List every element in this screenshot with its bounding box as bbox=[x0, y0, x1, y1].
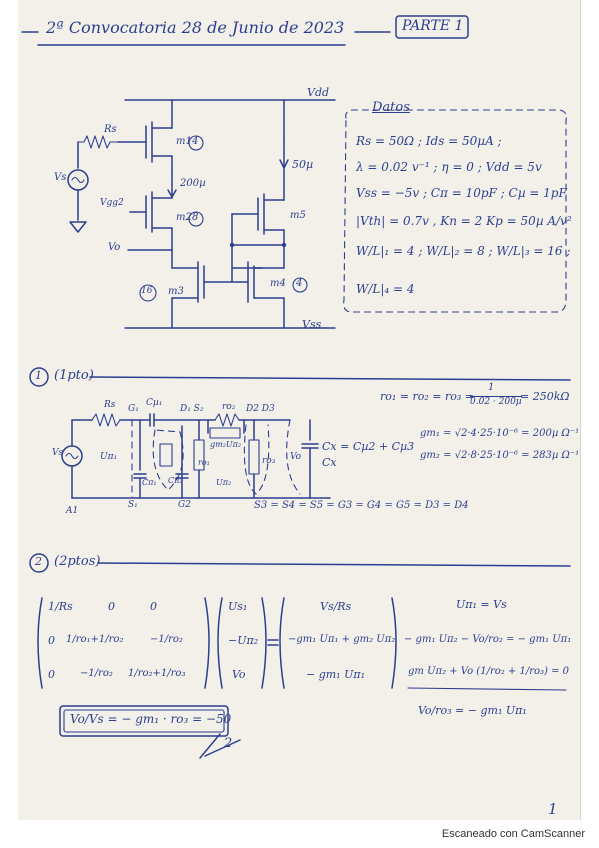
ro-denominator: 0.02 · 200µ bbox=[470, 396, 522, 407]
datos-heading: Datos bbox=[372, 100, 410, 115]
rhs-r2: −gm₁ Uπ₁ + gm₂ Uπ₂ bbox=[288, 634, 396, 645]
cx-equation: Cx = Cµ2 + Cµ3 bbox=[322, 440, 415, 453]
matrix-r2c1: 0 bbox=[48, 634, 55, 647]
vdd-label: Vdd bbox=[307, 86, 330, 99]
rhs-right-bracket bbox=[391, 597, 397, 689]
section2-rule bbox=[97, 562, 571, 567]
m4-number: 4 bbox=[296, 278, 303, 289]
m2-label: m2 bbox=[176, 212, 192, 223]
datos-line-2: λ = 0.02 v⁻¹ ; η = 0 ; Vdd = 5v bbox=[356, 160, 542, 174]
eq-3: gm Uπ₂ + Vo (1/ro₂ + 1/ro₃) = 0 bbox=[408, 666, 570, 677]
vector-r3: Vo bbox=[232, 668, 246, 681]
rhs-left-bracket bbox=[279, 597, 285, 689]
part-box bbox=[395, 15, 469, 39]
ro-equation: ro₁ = ro₂ = ro₃ = bbox=[380, 390, 475, 403]
page-number: 1 bbox=[548, 800, 558, 818]
scanner-footer: Escaneado con CamScanner bbox=[441, 828, 585, 840]
ss-cpi1-label: Cπ₁ bbox=[142, 478, 157, 487]
m5-label: m5 bbox=[290, 210, 306, 221]
matrix-r3c1: 0 bbox=[48, 668, 55, 681]
ss-d2d3-label: D2 D3 bbox=[246, 404, 275, 414]
vgg2-label: Vgg2 bbox=[100, 198, 124, 208]
nodes-equation: S3 = S4 = S5 = G3 = G4 = G5 = D3 = D4 bbox=[254, 500, 469, 511]
section1-label: (1pto) bbox=[54, 368, 94, 383]
matrix-left-bracket bbox=[37, 597, 43, 689]
section1-marker bbox=[29, 367, 49, 387]
ss-cx-label: Cx bbox=[322, 456, 337, 469]
vs-label: Vs bbox=[54, 172, 67, 183]
matrix-r2c3: −1/ro₂ bbox=[150, 634, 183, 645]
section2-marker bbox=[29, 553, 49, 573]
matrix-r1c1: 1/Rs bbox=[48, 600, 73, 613]
matrix-r1c3: 0 bbox=[150, 600, 157, 613]
eq-divider bbox=[407, 687, 567, 691]
section2-score: 2 bbox=[224, 736, 233, 751]
eq-4: Vo/ro₃ = − gm₁ Uπ₁ bbox=[418, 704, 527, 717]
matrix-r3c2: −1/ro₂ bbox=[80, 668, 113, 679]
vector-left-bracket bbox=[217, 597, 223, 689]
ss-s1-label: S₁ bbox=[128, 500, 138, 510]
rhs-r3: − gm₁ Uπ₁ bbox=[306, 668, 366, 681]
rhs-r1: Vs/Rs bbox=[320, 600, 352, 613]
datos-line-5: W/L|₁ = 4 ; W/L|₂ = 8 ; W/L|₃ = 16 ; bbox=[356, 244, 571, 258]
matrix-r3c3: 1/ro₂+1/ro₃ bbox=[128, 668, 186, 679]
ss-ro3-label: ro₃ bbox=[262, 456, 276, 466]
m1-number: 4 bbox=[192, 136, 199, 147]
datos-line-3: Vss = −5v ; Cπ = 10pF ; Cµ = 1pF bbox=[356, 186, 567, 200]
ss-d1s2-label: D₁ S₂ bbox=[180, 404, 204, 414]
vector-right-bracket bbox=[261, 597, 267, 689]
ss-vo-label: Vo bbox=[290, 452, 302, 462]
ss-upi2-label: Uπ₂ bbox=[216, 478, 232, 487]
current-200-label: 200µ bbox=[180, 178, 206, 189]
m4-label: m4 bbox=[270, 278, 286, 289]
m3-label: m3 bbox=[168, 286, 184, 297]
datos-line-6: W/L|₄ = 4 bbox=[356, 282, 415, 296]
m1-label: m1 bbox=[176, 136, 192, 147]
ss-rs-label: Rs bbox=[104, 400, 116, 410]
final-result: Vo/Vs = − gm₁ · ro₃ = −50 bbox=[70, 712, 232, 726]
ss-cpi2-label: Cπ₂ bbox=[168, 476, 183, 485]
result-box bbox=[59, 705, 229, 737]
datos-line-4: |Vth| = 0.7v , Kn = 2 Kp = 50µ A/v² bbox=[356, 214, 572, 228]
datos-box bbox=[343, 109, 567, 313]
datos-line-1: Rs = 50Ω ; Ids = 50µA ; bbox=[356, 134, 502, 148]
m2-number: 8 bbox=[192, 212, 199, 223]
transistor-circuit bbox=[67, 99, 336, 329]
small-signal-circuit bbox=[61, 413, 331, 499]
ss-upi1-label: Uπ₁ bbox=[100, 452, 118, 462]
part-label: PARTE 1 bbox=[402, 18, 464, 34]
ss-g2-label: G2 bbox=[178, 500, 191, 510]
ss-g1-label: G₁ bbox=[128, 404, 139, 414]
vector-r2: −Uπ₂ bbox=[228, 634, 259, 647]
score-stroke bbox=[199, 733, 241, 759]
matrix-r1c2: 0 bbox=[108, 600, 115, 613]
vss-label: Vss bbox=[302, 318, 322, 331]
ss-a1-label: A1 bbox=[66, 506, 79, 516]
m3-number: 16 bbox=[141, 286, 153, 296]
ss-cu1-label: Cµ₁ bbox=[146, 398, 163, 408]
section1-rule bbox=[89, 376, 571, 381]
ro-numerator: 1 bbox=[488, 382, 495, 393]
rs-label: Rs bbox=[104, 124, 117, 135]
matrix-r2c2: 1/ro₁+1/ro₂ bbox=[66, 634, 124, 645]
eq-1: Uπ₁ = Vs bbox=[456, 598, 507, 611]
vo-label: Vo bbox=[108, 242, 121, 253]
current-50-label: 50µ bbox=[292, 158, 314, 171]
ss-ro2-label: ro₂ bbox=[222, 402, 236, 412]
vector-r1: Us₁ bbox=[228, 600, 248, 613]
gm1-equation: gm₁ = √2·4·25·10⁻⁶ = 200µ Ω⁻¹ bbox=[420, 428, 580, 439]
ss-vs-label: Vs bbox=[52, 448, 64, 458]
eq-2: − gm₁ Uπ₂ − Vo/ro₂ = − gm₁ Uπ₁ bbox=[404, 634, 572, 645]
section2-number: 2 bbox=[35, 555, 42, 568]
matrix-right-bracket bbox=[204, 597, 210, 689]
paper-sheet bbox=[18, 0, 581, 820]
exam-title: 2ª Convocatoria 28 de Junio de 2023 bbox=[46, 18, 345, 37]
ss-gm2-label: gm₂Uπ₂ bbox=[210, 440, 242, 449]
section2-label: (2ptos) bbox=[54, 554, 101, 569]
ss-ro1-label: ro₁ bbox=[198, 458, 210, 467]
section1-number: 1 bbox=[35, 369, 42, 382]
ro-value: = 250kΩ bbox=[520, 390, 570, 403]
gm2-equation: gm₂ = √2·8·25·10⁻⁶ = 283µ Ω⁻¹ bbox=[420, 450, 580, 461]
